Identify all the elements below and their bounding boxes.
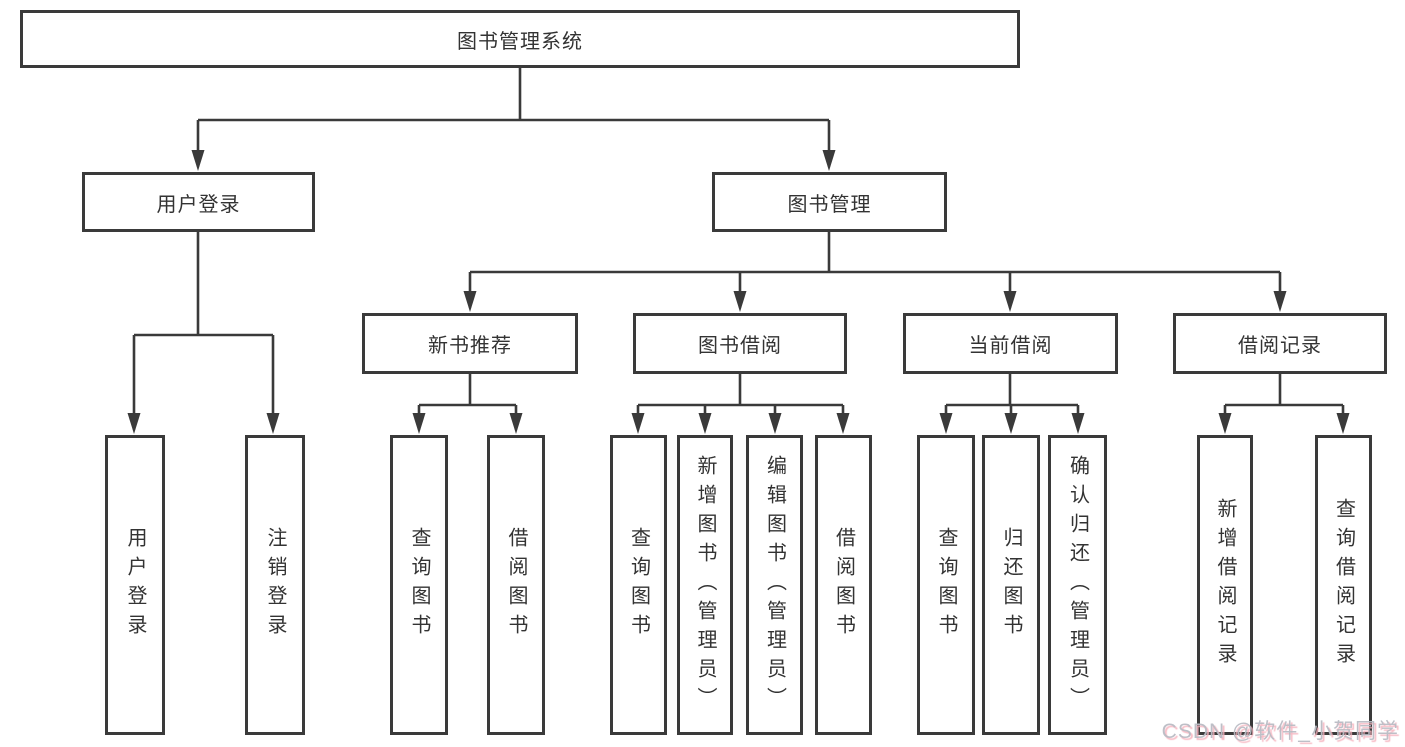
node-leaf-add-borrow-record: 新增借阅记录 <box>1197 435 1253 735</box>
node-new-book-recommend: 新书推荐 <box>362 313 578 374</box>
node-borrow-record: 借阅记录 <box>1173 313 1387 374</box>
leaf-label: 查询图书 <box>935 527 957 643</box>
node-leaf-query-books-3: 查询图书 <box>917 435 975 735</box>
leaf-label: 归还图书 <box>1000 527 1022 643</box>
leaf-label: 注销登录 <box>264 527 286 643</box>
leaf-label: 确认归还（管理员） <box>1066 454 1089 716</box>
node-leaf-user-login: 用户登录 <box>105 435 165 735</box>
leaf-label: 查询图书 <box>408 527 430 643</box>
node-root-system: 图书管理系统 <box>20 10 1020 68</box>
node-current-borrow: 当前借阅 <box>903 313 1118 374</box>
arrowheads <box>127 150 1350 434</box>
node-user-login: 用户登录 <box>82 172 315 232</box>
leaf-label: 用户登录 <box>124 527 146 643</box>
node-book-management: 图书管理 <box>712 172 947 232</box>
node-leaf-borrow-books-1: 借阅图书 <box>487 435 545 735</box>
node-leaf-query-books-1: 查询图书 <box>390 435 448 735</box>
node-leaf-return-book: 归还图书 <box>982 435 1040 735</box>
node-leaf-borrow-books-2: 借阅图书 <box>815 435 872 735</box>
leaf-label: 新增图书（管理员） <box>694 454 716 716</box>
leaf-label: 借阅图书 <box>832 527 855 643</box>
leaf-label: 查询图书 <box>627 527 650 643</box>
node-leaf-logout: 注销登录 <box>245 435 305 735</box>
leaf-label: 编辑图书（管理员） <box>763 454 786 716</box>
node-leaf-query-books-2: 查询图书 <box>610 435 667 735</box>
leaf-label: 新增借阅记录 <box>1214 498 1236 672</box>
leaf-label: 查询借阅记录 <box>1332 498 1355 672</box>
node-leaf-edit-book-admin: 编辑图书（管理员） <box>746 435 803 735</box>
leaf-label: 借阅图书 <box>505 527 527 643</box>
node-leaf-query-borrow-record: 查询借阅记录 <box>1315 435 1372 735</box>
node-book-borrow: 图书借阅 <box>633 313 847 374</box>
node-leaf-add-book-admin: 新增图书（管理员） <box>677 435 733 735</box>
node-leaf-confirm-return-admin: 确认归还（管理员） <box>1048 435 1107 735</box>
